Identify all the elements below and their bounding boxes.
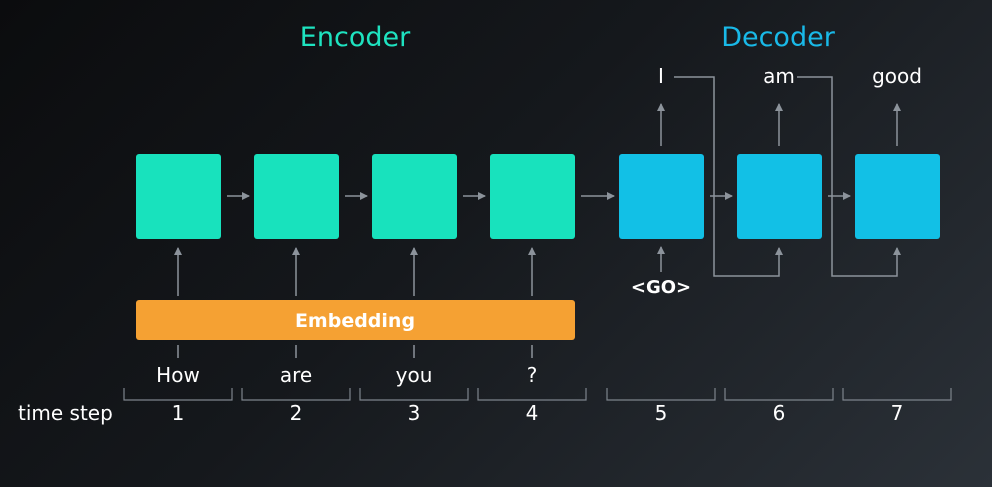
feedback-arrow-2 [797, 76, 901, 277]
decoder-cell-7 [855, 154, 940, 239]
step-bracket-6 [724, 388, 834, 401]
input-word-2: are [280, 363, 312, 387]
output-word-2: am [763, 64, 795, 88]
go-token: <GO> [631, 277, 691, 298]
time-step-1: 1 [172, 401, 185, 425]
time-step-3: 3 [408, 401, 421, 425]
encoder-cell-2 [254, 154, 339, 239]
encoder-heading: Encoder [300, 22, 411, 53]
step-bracket-7 [842, 388, 952, 401]
input-word-4: ? [527, 363, 538, 387]
time-step-6: 6 [773, 401, 786, 425]
encoder-cell-1 [136, 154, 221, 239]
time-step-4: 4 [526, 401, 539, 425]
step-bracket-1 [123, 388, 233, 401]
embedding-bar [136, 300, 575, 340]
output-word-3: good [872, 64, 922, 88]
input-word-1: How [156, 363, 200, 387]
input-word-3: you [396, 363, 433, 387]
decoder-cell-5 [619, 154, 704, 239]
decoder-cell-6 [737, 154, 822, 239]
step-bracket-5 [606, 388, 716, 401]
time-step-7: 7 [891, 401, 904, 425]
time-step-label: time step [18, 401, 113, 425]
step-bracket-4 [477, 388, 587, 401]
step-bracket-2 [241, 388, 351, 401]
time-step-5: 5 [655, 401, 668, 425]
time-step-2: 2 [290, 401, 303, 425]
embedding-label: Embedding [295, 310, 415, 332]
feedback-arrow-1 [674, 76, 783, 277]
step-bracket-3 [359, 388, 469, 401]
encoder-cell-4 [490, 154, 575, 239]
output-word-1: I [658, 64, 664, 88]
encoder-cell-3 [372, 154, 457, 239]
decoder-heading: Decoder [721, 22, 836, 53]
